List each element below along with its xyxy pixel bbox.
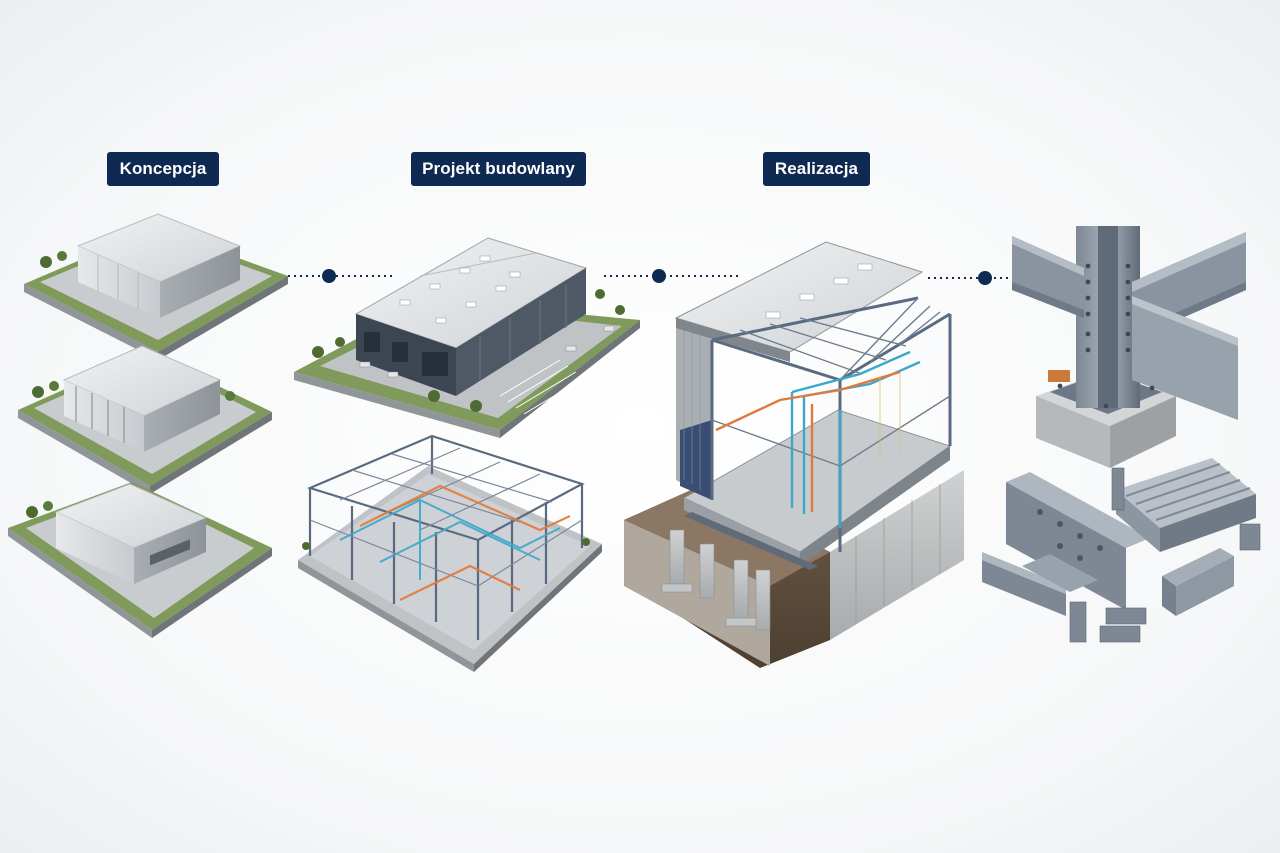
tree-icon: [32, 381, 235, 401]
bolt-icon: [1057, 263, 1155, 409]
tree-icon: [40, 251, 67, 268]
connector-dot-icon: [322, 269, 336, 283]
steel-components-set: [982, 458, 1261, 643]
design-steel-frame: [298, 434, 602, 672]
construction-cutaway: [624, 241, 964, 668]
steel-connection-detail: [1012, 226, 1246, 468]
connector-dot-icon: [652, 269, 666, 283]
tree-icon: [312, 289, 625, 412]
stage-label-realizacja: Realizacja: [763, 152, 870, 186]
stage-label-koncepcja: Koncepcja: [107, 152, 219, 186]
tree-icon: [302, 538, 590, 550]
tree-icon: [26, 501, 53, 518]
concept-variant-3: [8, 482, 272, 638]
car-icon: [359, 325, 615, 378]
connector-dot-icon: [978, 271, 992, 285]
stage-label-projekt-budowlany: Projekt budowlany: [411, 152, 586, 186]
concept-variant-2: [18, 345, 272, 494]
connector-1: [288, 269, 392, 283]
connector-3: [928, 271, 1010, 285]
design-building: [294, 237, 640, 438]
concept-variant-1: [24, 213, 288, 360]
connector-2: [604, 269, 740, 283]
